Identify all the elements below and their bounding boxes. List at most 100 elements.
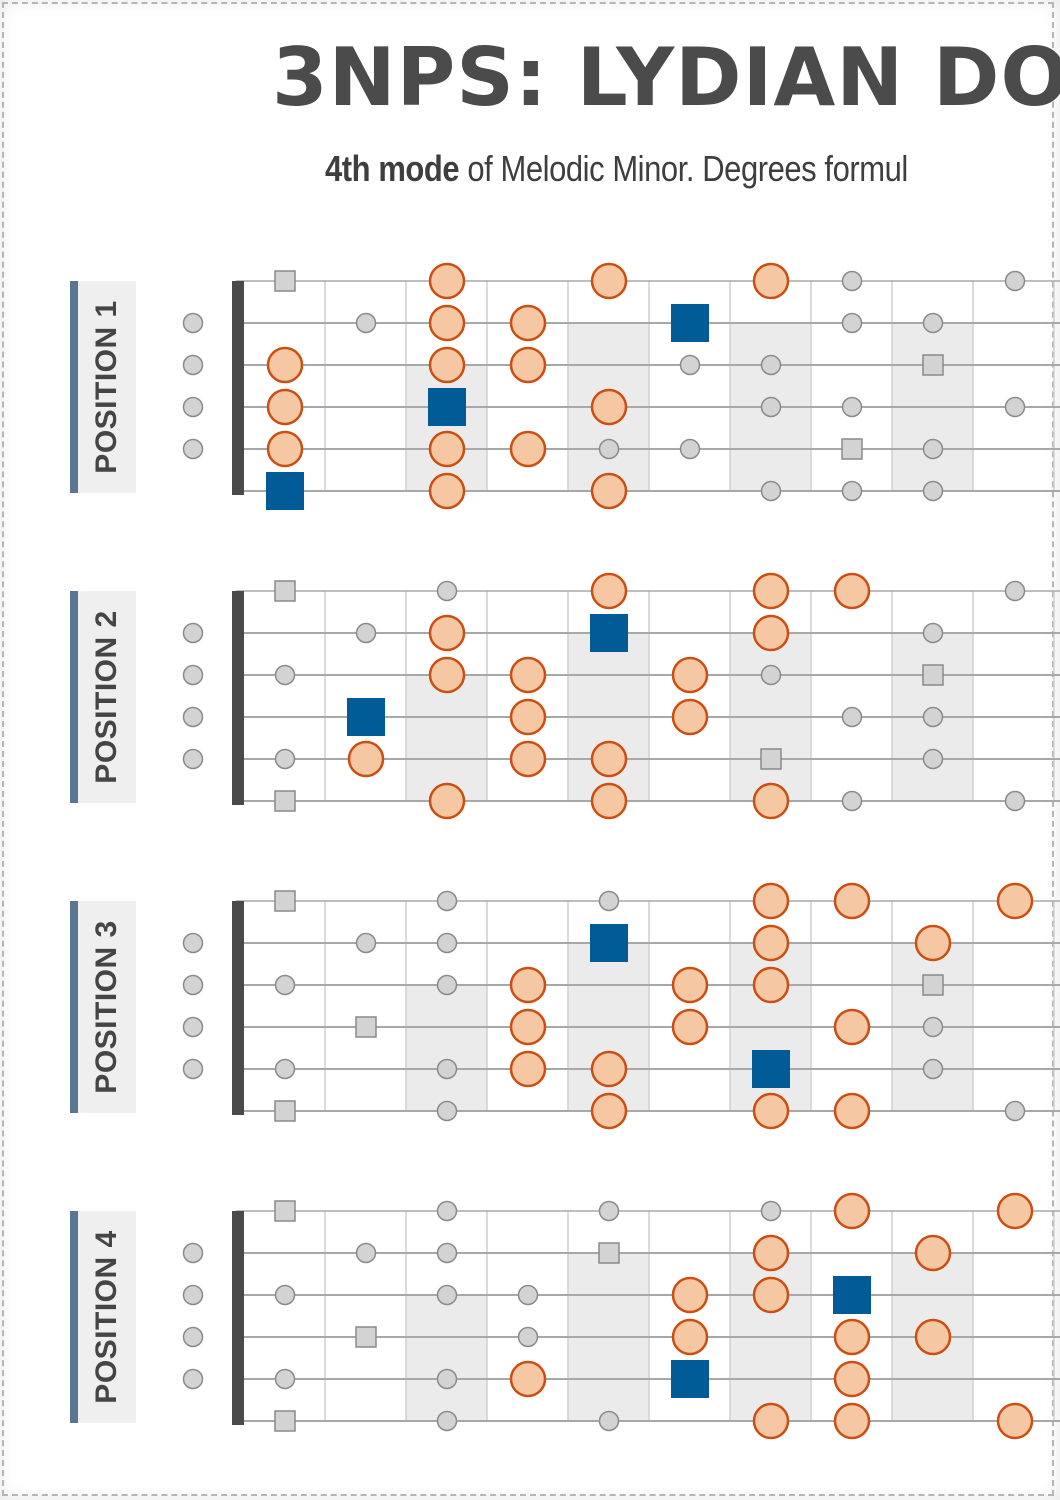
- scale-note: [752, 924, 790, 962]
- scale-note: [752, 966, 790, 1004]
- inactive-dot: [182, 706, 204, 728]
- inactive-dot: [436, 1284, 458, 1306]
- scale-note: [833, 1360, 871, 1398]
- scale-note: [509, 656, 547, 694]
- inactive-dot: [182, 354, 204, 376]
- root-note: [347, 698, 385, 736]
- inactive-dot: [182, 974, 204, 996]
- nut: [232, 1211, 244, 1425]
- inactive-dot: [436, 974, 458, 996]
- inactive-dot: [1004, 1100, 1026, 1122]
- inactive-dot: [274, 664, 296, 686]
- inactive-dot: [182, 438, 204, 460]
- inactive-dot: [274, 1284, 296, 1306]
- inactive-dot: [760, 354, 782, 376]
- scale-note: [833, 882, 871, 920]
- root-note: [671, 1360, 709, 1398]
- inactive-dot: [182, 1284, 204, 1306]
- scale-note: [671, 698, 709, 736]
- scale-note: [428, 346, 466, 384]
- inactive-dot: [922, 480, 944, 502]
- root-note: [590, 614, 628, 652]
- inactive-dot: [436, 1242, 458, 1264]
- inactive-dot: [922, 1016, 944, 1038]
- scale-note: [428, 782, 466, 820]
- scale-note: [509, 698, 547, 736]
- inactive-dot: [355, 622, 377, 644]
- page-title: 3NPS: LYDIAN DO: [272, 31, 1060, 124]
- inactive-square: [922, 664, 944, 686]
- inactive-dot: [598, 1200, 620, 1222]
- inactive-dot: [760, 480, 782, 502]
- scale-note: [266, 388, 304, 426]
- inactive-dot: [922, 622, 944, 644]
- fret-highlight: [406, 985, 487, 1111]
- inactive-dot: [517, 1284, 539, 1306]
- inactive-square: [355, 1016, 377, 1038]
- scale-note: [428, 304, 466, 342]
- scale-note: [509, 346, 547, 384]
- inactive-dot: [436, 1100, 458, 1122]
- inactive-dot: [274, 1058, 296, 1080]
- scale-note: [833, 1092, 871, 1130]
- scale-note: [509, 966, 547, 1004]
- scale-note: [590, 388, 628, 426]
- scale-note: [833, 1192, 871, 1230]
- inactive-dot: [1004, 270, 1026, 292]
- scale-note: [428, 656, 466, 694]
- scale-note: [752, 882, 790, 920]
- scale-note: [428, 472, 466, 510]
- scale-note: [428, 262, 466, 300]
- inactive-dot: [598, 438, 620, 460]
- inactive-dot: [182, 622, 204, 644]
- inactive-dot: [182, 396, 204, 418]
- inactive-dot: [922, 438, 944, 460]
- inactive-dot: [182, 1058, 204, 1080]
- scale-note: [914, 924, 952, 962]
- inactive-dot: [841, 790, 863, 812]
- root-note: [671, 304, 709, 342]
- inactive-dot: [760, 396, 782, 418]
- scale-note: [752, 1402, 790, 1440]
- inactive-square: [274, 580, 296, 602]
- root-note: [752, 1050, 790, 1088]
- inactive-dot: [922, 1058, 944, 1080]
- inactive-square: [274, 890, 296, 912]
- position-label-2: POSITION 2: [70, 591, 136, 803]
- inactive-dot: [436, 932, 458, 954]
- inactive-dot: [436, 890, 458, 912]
- scale-note: [428, 430, 466, 468]
- scale-note: [590, 1092, 628, 1130]
- scale-note: [590, 782, 628, 820]
- scale-note: [590, 572, 628, 610]
- inactive-square: [760, 748, 782, 770]
- nut: [232, 591, 244, 805]
- inactive-dot: [598, 890, 620, 912]
- inactive-dot: [436, 1410, 458, 1432]
- inactive-square: [922, 974, 944, 996]
- inactive-dot: [355, 932, 377, 954]
- nut: [232, 281, 244, 495]
- inactive-square: [274, 790, 296, 812]
- scale-note: [509, 304, 547, 342]
- inactive-square: [598, 1242, 620, 1264]
- position-label-3: POSITION 3: [70, 901, 136, 1113]
- scale-note: [752, 572, 790, 610]
- scale-note: [833, 1008, 871, 1046]
- position-label-4: POSITION 4: [70, 1211, 136, 1423]
- inactive-dot: [182, 1242, 204, 1264]
- scale-note: [590, 472, 628, 510]
- inactive-dot: [841, 706, 863, 728]
- subtitle-text: of Melodic Minor. Degrees formul: [459, 148, 908, 189]
- scale-note: [671, 1008, 709, 1046]
- scale-note: [671, 656, 709, 694]
- inactive-dot: [922, 706, 944, 728]
- scale-note: [752, 614, 790, 652]
- scale-note: [996, 1192, 1034, 1230]
- inactive-square: [355, 1326, 377, 1348]
- scale-note: [671, 1318, 709, 1356]
- inactive-dot: [1004, 580, 1026, 602]
- inactive-dot: [1004, 396, 1026, 418]
- scale-note: [509, 1008, 547, 1046]
